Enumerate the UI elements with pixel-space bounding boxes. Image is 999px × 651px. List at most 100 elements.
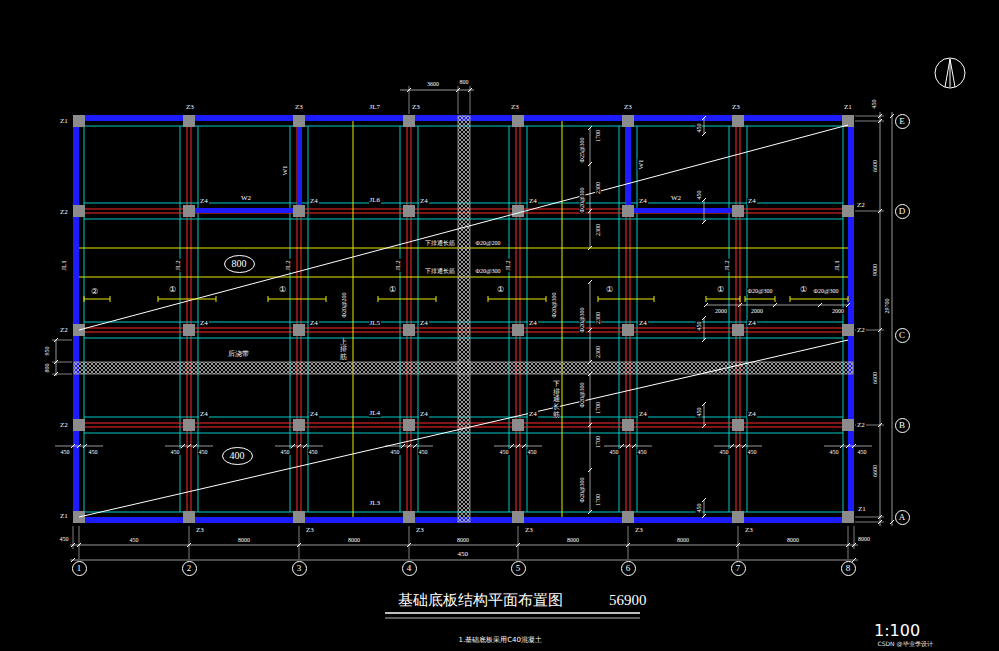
axis-bubble: C	[895, 328, 910, 343]
extension-line	[52, 374, 72, 375]
dimension-text: 450	[695, 407, 701, 418]
plan-label: 下排通长筋	[424, 240, 456, 246]
plan-label: Z4	[747, 411, 757, 418]
dimension-text: 450	[527, 449, 538, 455]
column	[732, 324, 744, 336]
dimension-text: 8000	[566, 537, 580, 543]
plan-label: JL1	[833, 259, 840, 272]
dimension-tick	[626, 444, 630, 448]
dimension-tick	[71, 444, 75, 448]
plan-label: Φ20@200	[475, 240, 502, 246]
plan-label: Z4	[528, 411, 538, 418]
dimension-text: 450	[280, 449, 291, 455]
column	[403, 205, 415, 217]
column	[732, 115, 744, 127]
dimension-tick	[588, 280, 592, 284]
dimension-tick	[730, 444, 734, 448]
title-underline	[385, 618, 640, 619]
dimension-tick	[407, 444, 411, 448]
extension-line	[409, 86, 410, 114]
rebar-marker	[84, 296, 85, 302]
plan-label: ①	[388, 286, 397, 294]
dimension-text: 2000	[714, 308, 728, 314]
dimension-text: 8000	[347, 537, 361, 543]
plan-label: ①	[716, 286, 725, 294]
dimension-tick	[846, 444, 850, 448]
dimension-tick	[702, 424, 706, 428]
dimension-text: 450	[59, 536, 70, 542]
rebar-marker	[745, 299, 775, 300]
dimension-line	[704, 404, 705, 426]
dimension-tick	[890, 114, 894, 118]
dimension-tick	[890, 520, 894, 524]
dimension-text: 2300	[595, 223, 601, 237]
thickness-tag: 800	[224, 255, 255, 273]
dimension-text: 6600	[872, 159, 878, 173]
dimension-text: 8000	[857, 536, 871, 542]
plan-label: Φ20@300	[551, 292, 557, 319]
node-text: 2	[187, 564, 192, 573]
axis-leader	[79, 549, 80, 559]
dimension-tick	[852, 444, 856, 448]
node-text: 6	[626, 564, 631, 573]
column	[293, 419, 305, 431]
node-text: 4	[407, 564, 412, 573]
dimension-text: 450	[198, 449, 209, 455]
axis-leader	[299, 549, 300, 559]
column	[512, 419, 524, 431]
dimension-text: 950	[43, 346, 49, 357]
dimension-line	[704, 318, 705, 340]
column	[293, 511, 305, 523]
extension-line	[738, 526, 739, 549]
dimension-tick	[401, 444, 405, 448]
dimension-text: 800	[459, 79, 470, 85]
beam-rebar	[407, 126, 408, 512]
plan-label: Z4	[419, 411, 429, 418]
dimension-text: 450	[390, 449, 401, 455]
dimension-text: 2300	[595, 181, 601, 195]
dimension-text: 450	[747, 449, 758, 455]
node-shape	[402, 561, 416, 575]
beam-rebar	[516, 126, 517, 512]
extension-line	[73, 526, 74, 549]
plan-label: Z3	[195, 527, 205, 534]
plan-label: Z4	[309, 198, 319, 205]
rebar-marker	[436, 296, 437, 302]
plan-label: W1	[282, 164, 289, 176]
thickness-tag: 400	[222, 447, 253, 465]
node-text: 400	[230, 451, 245, 461]
dimension-text: 450	[637, 449, 648, 455]
node-shape	[224, 256, 254, 273]
dimension-text: 450	[870, 99, 876, 110]
plan-label: JL2	[284, 259, 291, 272]
rebar-marker	[84, 299, 110, 300]
dimension-text: 450	[695, 123, 701, 134]
plan-label: JL2	[723, 259, 730, 272]
plan-label: Z4	[199, 198, 209, 205]
dimension-text: 450	[719, 449, 730, 455]
plan-label: ①	[799, 286, 808, 294]
plan-label: 1.基础底板采用C40混凝土	[458, 637, 543, 644]
beam-rebar	[520, 126, 521, 512]
plan-label: Z1	[59, 513, 69, 520]
plan-label: Φ20@300	[579, 187, 585, 214]
dimension-tick	[588, 468, 592, 472]
title-underline	[385, 612, 640, 614]
dimension-text: 450	[829, 449, 840, 455]
dimension-tick	[193, 444, 197, 448]
dimension-tick	[588, 423, 592, 427]
node-text: 7	[736, 564, 741, 573]
post-pour-strip	[458, 116, 470, 522]
plan-label: Z2	[59, 422, 69, 429]
dimension-tick	[620, 444, 624, 448]
node-shape	[292, 561, 306, 575]
dimension-text: 29700	[883, 298, 889, 315]
beam-rebar	[736, 126, 737, 512]
column	[403, 324, 415, 336]
north-arrow	[945, 59, 955, 87]
plan-label: Φ20@300	[579, 382, 585, 409]
column	[183, 511, 195, 523]
column	[403, 511, 415, 523]
node-shape	[621, 561, 635, 575]
